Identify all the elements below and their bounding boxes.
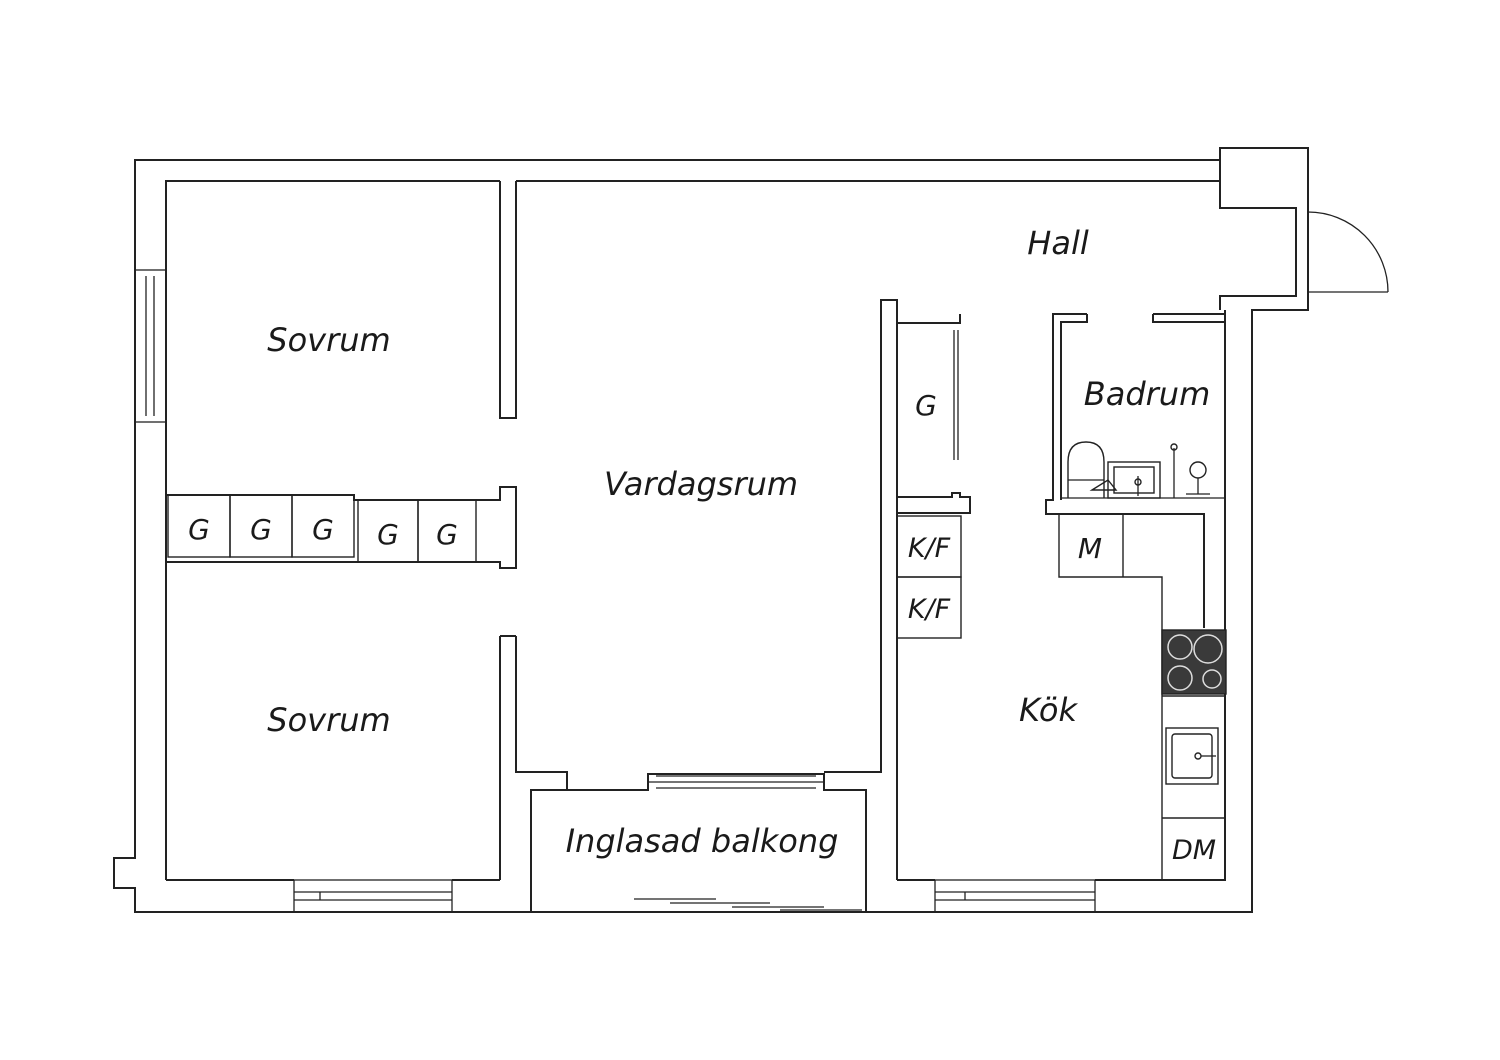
stove: [1161, 629, 1227, 695]
room-label-bedroom-bottom: Sovrum: [267, 701, 390, 739]
bathroom-fixtures: [1067, 441, 1210, 499]
outer-walls: [113, 147, 1309, 913]
room-label-bathroom: Badrum: [1084, 375, 1210, 413]
wardrobe-row: G G G G G: [167, 494, 477, 563]
fridge-freezer: K/F K/F: [896, 515, 962, 639]
room-label-hall: Hall: [1027, 224, 1089, 262]
window-bottom-bedroom: [293, 879, 453, 913]
balcony-walls: [531, 773, 867, 912]
front-door: [1307, 211, 1389, 293]
room-label-living: Vardagsrum: [604, 465, 798, 503]
dishwasher: DM: [1172, 835, 1216, 866]
dishwasher-label: DM: [1172, 835, 1216, 866]
room-label-balcony: Inglasad balkong: [566, 822, 839, 860]
washer-label: M: [1078, 532, 1102, 565]
room-labels: Hall Sovrum Sovrum Vardagsrum Badrum Kök…: [267, 224, 1210, 860]
fridge-freezer-label: K/F: [908, 533, 951, 564]
living-kitchen-walls: [824, 299, 971, 880]
wardrobe-label: G: [377, 518, 399, 551]
room-label-kitchen: Kök: [1019, 691, 1078, 729]
wardrobe-label: G: [436, 518, 458, 551]
wardrobe-label: G: [250, 513, 272, 546]
washer: M: [1078, 532, 1102, 565]
room-label-bedroom-top: Sovrum: [267, 321, 390, 359]
kitchen-sink: [1165, 727, 1219, 785]
wardrobe-label-hall-closet: G: [915, 389, 937, 422]
kitchen-counter: [1058, 514, 1225, 880]
wardrobe-label: G: [312, 513, 334, 546]
fridge-freezer-label: K/F: [908, 594, 951, 625]
wardrobe-label: G: [188, 513, 210, 546]
window-left-bedroom: [134, 269, 167, 423]
bathroom-walls: [1045, 313, 1225, 628]
bedroom-walls: [166, 181, 568, 912]
window-kitchen: [934, 879, 1096, 913]
